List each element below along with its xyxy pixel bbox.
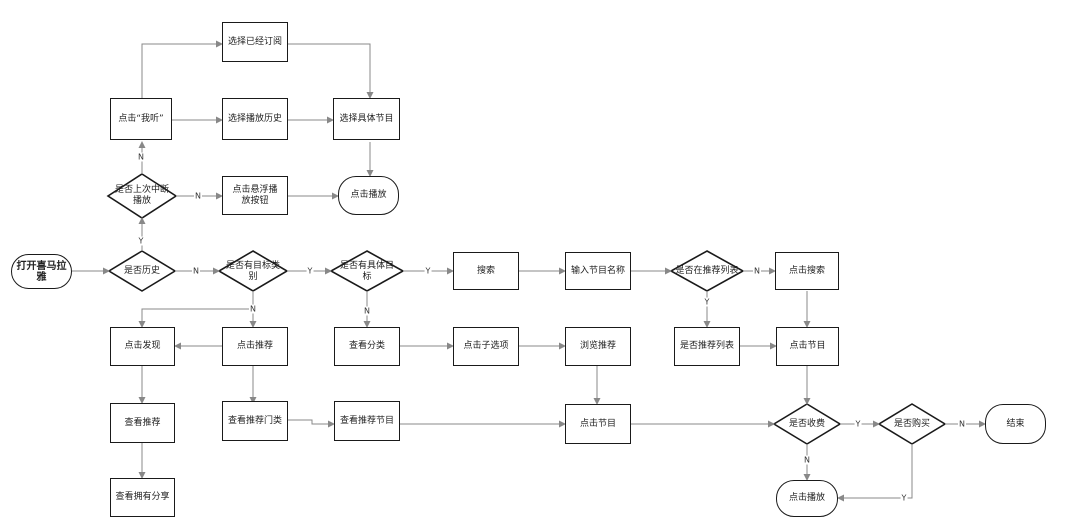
text-has-category: 是否有目标类别	[225, 261, 280, 282]
edge-subscribed-select	[288, 43, 374, 99]
node-click-program-right: 点击节目	[776, 327, 839, 366]
node-subscribed: 选择已经订阅	[222, 22, 288, 62]
text-last-broken: 是否上次中断播放	[114, 185, 169, 206]
edge-buy-play	[837, 444, 913, 502]
text-is-buy: 是否购买	[893, 418, 930, 429]
node-play-top: 点击播放	[338, 176, 399, 215]
node-click-listen: 点击“我听”	[110, 98, 172, 140]
label-inlist-no: N	[753, 266, 761, 276]
node-click-search: 点击搜索	[775, 252, 839, 290]
edge-listen-subscribed	[141, 40, 223, 98]
node-start: 打开喜马拉雅	[11, 254, 72, 289]
node-click-discover: 点击发现	[110, 327, 175, 366]
node-select-program: 选择具体节目	[333, 98, 400, 140]
node-view-recommend: 查看推荐	[110, 403, 175, 443]
label-history-yes: Y	[137, 236, 145, 246]
label-category-no: N	[249, 304, 257, 314]
text-in-list: 是否在推荐列表	[675, 265, 739, 276]
node-view-share: 查看拥有分享	[110, 478, 175, 517]
text-has-program: 是否有具体目标	[339, 261, 394, 282]
edge-category-discover	[138, 308, 253, 328]
label-program-no: N	[363, 306, 371, 316]
node-click-option: 点击子选项	[453, 327, 519, 366]
label-last-float-no: N	[194, 191, 202, 201]
node-end: 结束	[985, 404, 1046, 444]
node-rec-list: 是否推荐列表	[674, 327, 740, 366]
node-search: 搜索	[453, 252, 519, 290]
node-play-history: 选择播放历史	[222, 98, 288, 140]
node-click-recommend: 点击推荐	[222, 327, 288, 366]
node-browse-rec: 浏览推荐	[565, 327, 631, 366]
node-input-name: 输入节目名称	[565, 252, 631, 290]
edge-reccat-recprog	[288, 419, 335, 428]
node-view-rec-program: 查看推荐节目	[334, 401, 400, 441]
node-view-rec-category: 查看推荐门类	[222, 401, 288, 441]
diamond-is-history	[107, 250, 177, 292]
text-is-free: 是否收费	[788, 418, 825, 429]
node-play-bottom: 点击播放	[776, 480, 838, 517]
node-click-program-mid: 点击节目	[565, 404, 631, 444]
text-is-history: 是否历史	[123, 265, 160, 276]
label-buy-yes: Y	[900, 493, 908, 503]
node-view-category: 查看分类	[334, 327, 400, 366]
label-inlist-yes: Y	[703, 297, 711, 307]
label-program-yes: Y	[424, 266, 432, 276]
label-free-no: N	[803, 455, 811, 465]
node-click-float: 点击悬浮播放按钮	[222, 176, 288, 215]
label-history-no: N	[192, 266, 200, 276]
label-free-yes: Y	[854, 419, 862, 429]
label-category-yes: Y	[306, 266, 314, 276]
label-buy-no: N	[958, 419, 966, 429]
label-last-no: N	[137, 152, 145, 162]
